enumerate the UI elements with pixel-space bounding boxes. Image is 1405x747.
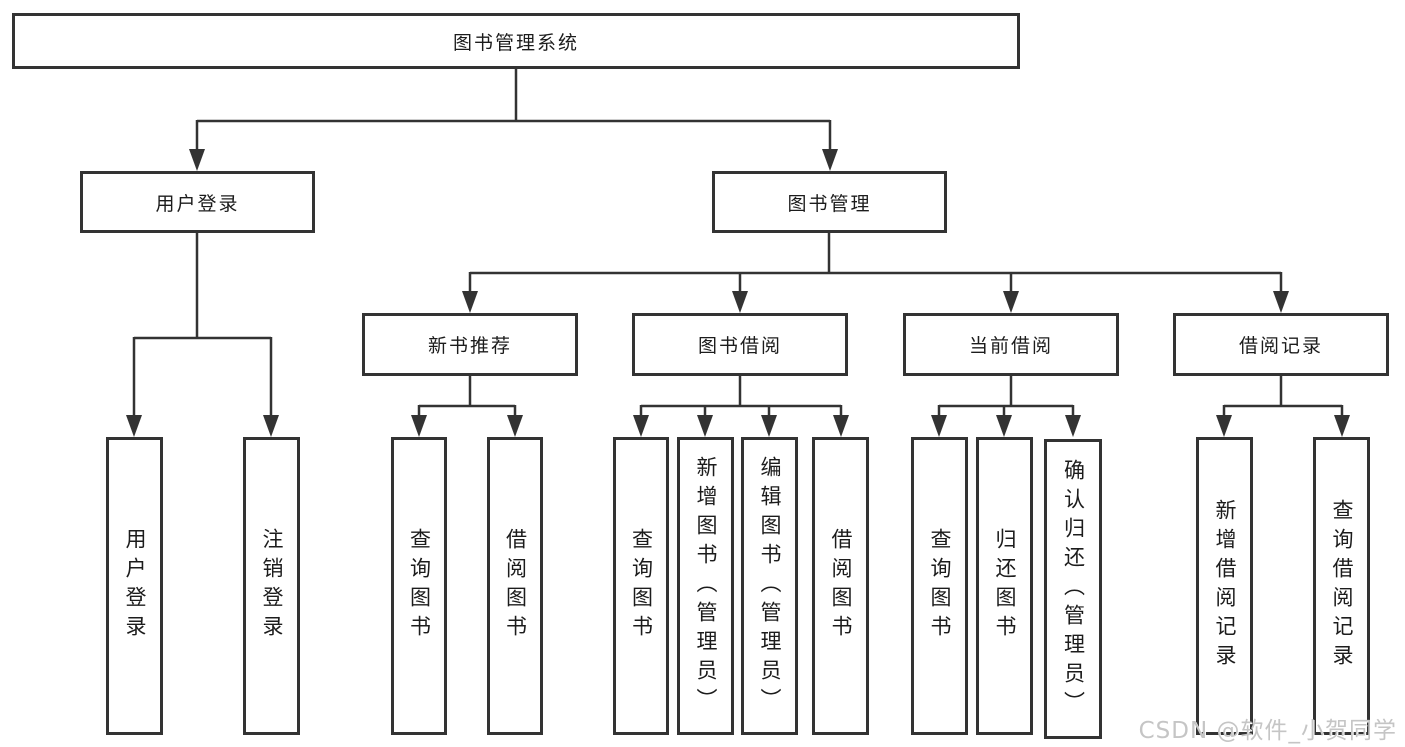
leaf-add-book-admin-label: 新增图书（管理员） bbox=[694, 455, 719, 717]
node-borrowing-records-label: 借阅记录 bbox=[1238, 335, 1323, 357]
leaf-query-books-1-label: 查询图书 bbox=[407, 528, 432, 644]
leaf-confirm-return-admin: 确认归还（管理员） bbox=[1044, 439, 1102, 739]
watermark: CSDN @软件_小贺同学 bbox=[1138, 718, 1397, 744]
leaf-return-book-label: 归还图书 bbox=[993, 528, 1018, 644]
leaf-add-borrow-record: 新增借阅记录 bbox=[1196, 437, 1253, 735]
leaf-logout: 注销登录 bbox=[243, 437, 300, 735]
leaf-query-borrow-record-label: 查询借阅记录 bbox=[1330, 499, 1355, 673]
leaf-user-login: 用户登录 bbox=[106, 437, 163, 735]
leaf-borrow-books-1-label: 借阅图书 bbox=[503, 528, 528, 644]
node-current-borrowing: 当前借阅 bbox=[903, 313, 1119, 376]
leaf-query-borrow-record: 查询借阅记录 bbox=[1313, 437, 1370, 735]
leaf-user-login-label: 用户登录 bbox=[123, 528, 148, 644]
leaf-add-book-admin: 新增图书（管理员） bbox=[677, 437, 734, 735]
leaf-borrow-books-1: 借阅图书 bbox=[487, 437, 543, 735]
connector-root-to-branches bbox=[189, 69, 838, 171]
leaf-logout-label: 注销登录 bbox=[260, 528, 285, 644]
node-user-login: 用户登录 bbox=[80, 171, 315, 233]
node-book-borrowing: 图书借阅 bbox=[632, 313, 848, 376]
node-book-borrowing-label: 图书借阅 bbox=[697, 335, 782, 357]
node-book-management: 图书管理 bbox=[712, 171, 947, 233]
node-book-management-label: 图书管理 bbox=[787, 192, 872, 215]
node-new-book-recommend-label: 新书推荐 bbox=[427, 335, 512, 357]
connector-book-borrowing-to-leaves bbox=[633, 376, 849, 437]
leaf-query-books-2: 查询图书 bbox=[613, 437, 669, 735]
leaf-edit-book-admin: 编辑图书（管理员） bbox=[741, 437, 798, 735]
node-root: 图书管理系统 bbox=[12, 13, 1020, 69]
leaf-confirm-return-admin-label: 确认归还（管理员） bbox=[1061, 458, 1086, 720]
connector-book-management-to-groups bbox=[462, 233, 1289, 313]
leaf-add-borrow-record-label: 新增借阅记录 bbox=[1213, 499, 1238, 673]
connector-borrowing-records-to-leaves bbox=[1216, 376, 1350, 437]
connector-current-borrowing-to-leaves bbox=[931, 376, 1081, 437]
connector-user-login-to-leaves bbox=[126, 233, 279, 437]
node-user-login-label: 用户登录 bbox=[155, 192, 240, 215]
leaf-query-books-3-label: 查询图书 bbox=[928, 528, 953, 644]
node-borrowing-records: 借阅记录 bbox=[1173, 313, 1389, 376]
leaf-borrow-books-2: 借阅图书 bbox=[812, 437, 869, 735]
leaf-return-book: 归还图书 bbox=[976, 437, 1033, 735]
leaf-borrow-books-2-label: 借阅图书 bbox=[829, 528, 854, 644]
connector-new-book-recommend-to-leaves bbox=[411, 376, 523, 437]
node-current-borrowing-label: 当前借阅 bbox=[968, 335, 1053, 357]
leaf-edit-book-admin-label: 编辑图书（管理员） bbox=[758, 455, 783, 717]
leaf-query-books-2-label: 查询图书 bbox=[629, 528, 654, 644]
leaf-query-books-3: 查询图书 bbox=[911, 437, 968, 735]
leaf-query-books-1: 查询图书 bbox=[391, 437, 447, 735]
node-root-label: 图书管理系统 bbox=[452, 31, 579, 54]
node-new-book-recommend: 新书推荐 bbox=[362, 313, 578, 376]
